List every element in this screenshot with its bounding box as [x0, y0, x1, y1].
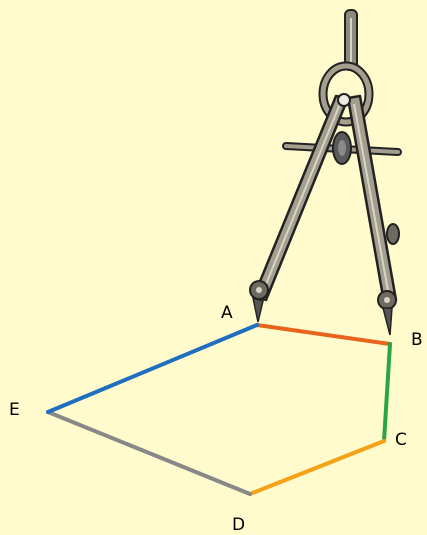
edge-a-b	[255, 323, 392, 346]
point-label-e: E	[9, 400, 20, 420]
drawing-compass-icon	[249, 9, 402, 336]
point-label-b: B	[411, 330, 423, 350]
point-label-a: A	[221, 303, 233, 323]
edge-d-e	[46, 410, 252, 496]
pentagon-edges	[46, 323, 392, 496]
point-label-d: D	[232, 515, 245, 535]
point-label-c: C	[395, 430, 407, 450]
edge-b-c	[382, 342, 392, 443]
point-labels: A B C D E	[9, 303, 423, 535]
edge-e-a	[46, 323, 259, 414]
edge-c-d	[248, 439, 386, 496]
